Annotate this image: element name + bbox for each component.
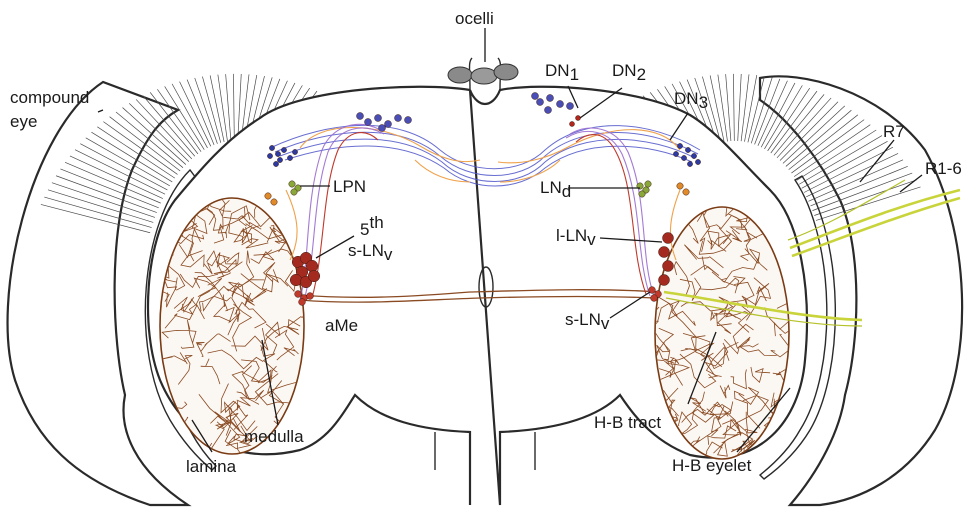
label-compound-eye-line1: compound [10,88,89,107]
dn1-cluster-left-7 [379,125,386,132]
dn1-cluster-left-4 [395,115,402,122]
dn1-cluster-right-5 [545,107,552,114]
label-lpn: LPN [333,177,366,196]
orange-cells-right-1 [677,183,683,189]
dn2-cell-right-1 [576,116,581,121]
dn1-cluster-right-4 [567,103,574,110]
s-lnv-cells-right-3 [651,295,658,302]
lnd-cells-right-3 [639,191,645,197]
dn3-cluster-right-1 [677,143,682,148]
label-ame: aMe [325,316,358,335]
dn1-cluster-left-6 [357,113,364,120]
l-lnv-cells-left-3 [306,260,318,272]
label-hb-eyelet: H-B eyelet [672,456,752,475]
orange-cells-left-1 [265,193,271,199]
dn3-cluster-right-2 [685,147,690,152]
label-compound-eye-line2: eye [10,112,37,131]
dn3-cluster-left-2 [275,151,280,156]
dn1-cluster-left-3 [385,121,392,128]
label-dn2: DN2 [612,61,646,84]
l-lnv-cells-left-7 [308,270,320,282]
dn3-cluster-right-3 [691,153,696,158]
ocelli-structure [448,58,518,90]
dn3-cluster-left-7 [292,149,297,154]
dn3-cluster-left-6 [267,153,272,158]
lpn-cells-left-1 [289,181,295,187]
lpn-cells-left-3 [291,189,297,195]
label-ocelli: ocelli [455,9,494,28]
dn1-cluster-left-1 [365,119,372,126]
dn3-cluster-left-4 [287,155,292,160]
dn1-cluster-right-1 [537,99,544,106]
dn1-cluster-left-2 [375,115,382,122]
label-lamina: lamina [186,457,237,476]
lnd-cells-right-4 [645,181,651,187]
orange-cells-left-2 [271,199,277,205]
dn3-cluster-left-5 [277,157,282,162]
s-lnv-cells-left-3 [307,293,314,300]
dn3-cluster-right-4 [681,155,686,160]
dn3-cluster-left-8 [273,161,278,166]
dn3-cluster-right-7 [687,161,692,166]
label-r1-6: R1-6 [925,159,962,178]
s-lnv-cells-left-1 [295,291,302,298]
dn2-cell-right-2 [570,122,575,127]
dn3-cluster-right-5 [695,159,700,164]
dn3-cluster-left-1 [269,145,274,150]
l-lnv-cells-right-1 [663,233,674,244]
orange-cells-right-2 [683,189,689,195]
l-lnv-cells-right-2 [659,247,670,258]
label-medulla: medulla [244,427,304,446]
l-lnv-cells-right-3 [663,261,674,272]
dn1-cluster-left-5 [405,117,412,124]
dn1-cluster-right-2 [547,95,554,102]
l-lnv-cells-right-4 [659,275,670,286]
dn1-cluster-right-6 [532,93,539,100]
s-lnv-cells-left-4 [299,299,306,306]
label-r7: R7 [883,122,905,141]
dn1-cluster-right-3 [557,101,564,108]
label-hb-tract: H-B tract [594,413,661,432]
dn3-cluster-left-3 [281,147,286,152]
label-dn1: DN1 [545,61,579,84]
l-lnv-cells-left-5 [290,274,302,286]
dn3-cluster-right-6 [673,151,678,156]
